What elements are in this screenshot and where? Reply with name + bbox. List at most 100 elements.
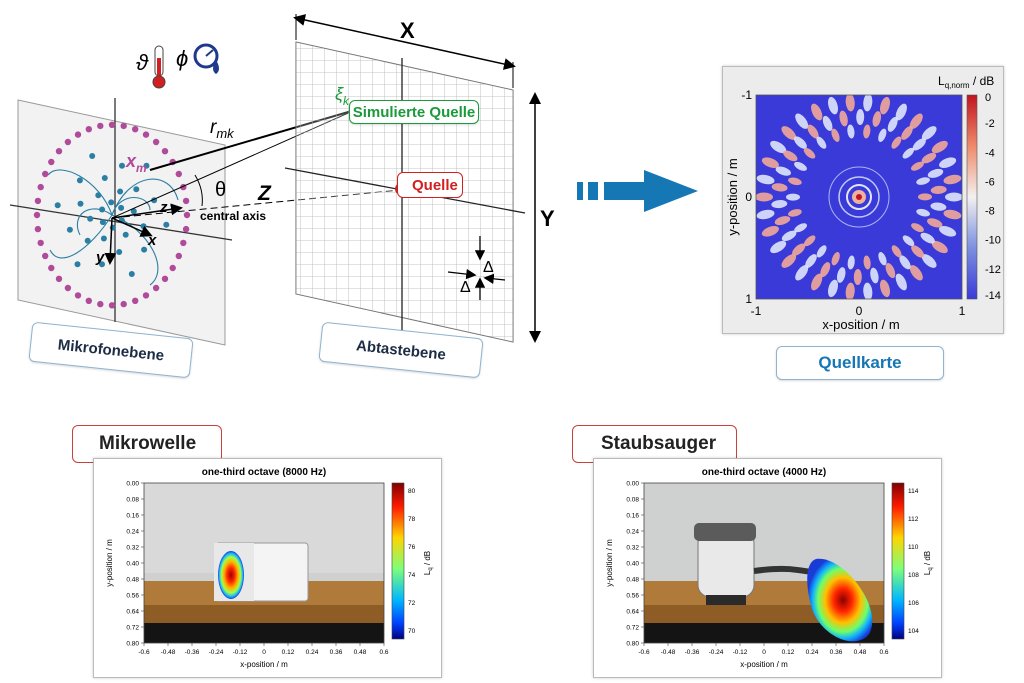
- sidelobe: [803, 235, 816, 247]
- microphone-dot: [64, 284, 72, 292]
- microphone-array: [33, 121, 191, 309]
- colorbar-tick: -14: [985, 290, 1001, 302]
- x-tick: 0: [262, 649, 266, 656]
- y-tick: 0.24: [626, 529, 639, 536]
- y-tick: 0.08: [126, 497, 139, 504]
- sidelobe: [781, 230, 797, 242]
- microphone-dot: [108, 199, 115, 206]
- sidelobe: [793, 136, 807, 149]
- microphone-dot: [183, 211, 191, 219]
- y-tick: 0.48: [626, 577, 639, 584]
- sidelobe: [845, 282, 855, 299]
- sidelobe: [863, 124, 871, 139]
- sidelobe: [939, 226, 957, 237]
- colorbar-tick: -10: [985, 235, 1001, 247]
- sidelobe: [891, 245, 902, 258]
- vacuum-label: Staubsauger: [572, 425, 737, 463]
- colorbar-tick: 106: [908, 600, 919, 607]
- x-m-label: xm: [125, 151, 147, 175]
- y-tick: 0.16: [626, 513, 639, 520]
- microphone-dot: [133, 186, 140, 193]
- microphone-dot: [99, 261, 105, 268]
- microphone-dot: [76, 177, 83, 184]
- sidelobe: [939, 157, 957, 168]
- sidelobe: [931, 140, 948, 154]
- sidelobe: [863, 255, 871, 270]
- y-tick: 0.64: [626, 609, 639, 616]
- sidelobe: [920, 232, 935, 244]
- y-tick: 0.24: [126, 529, 139, 536]
- x-tick: 0: [856, 304, 863, 318]
- colorbar-tick: 78: [408, 516, 416, 523]
- colorbar-tick: 110: [908, 544, 919, 551]
- microwave-label: Mikrowelle: [72, 425, 222, 463]
- y-tick: 0.40: [126, 561, 139, 568]
- microphone-dot: [97, 122, 104, 130]
- microphone-dot: [74, 131, 82, 138]
- sidelobe: [761, 157, 779, 168]
- vacuum-y-ticks: 0.000.080.160.240.320.400.480.560.640.72…: [626, 481, 644, 648]
- pressure-symbol: ϕ: [176, 46, 188, 71]
- microphone-dot: [74, 292, 82, 299]
- microphone-dot: [132, 297, 139, 304]
- z-distance-label: Z: [257, 182, 272, 205]
- vacuum-panel: one-third octave (4000 Hz) -0.6-0.48-0.3…: [593, 458, 942, 678]
- xi-k-label: ξk: [335, 84, 350, 108]
- microphone-dot: [101, 175, 108, 181]
- y-tick: 0.40: [626, 561, 639, 568]
- colorbar-tick: -12: [985, 264, 1001, 276]
- colorbar-tick: 108: [908, 572, 919, 579]
- microphone-dot: [163, 221, 170, 228]
- sidelobe: [853, 269, 862, 285]
- sidelobe: [863, 282, 873, 299]
- y-tick: 0.56: [626, 593, 639, 600]
- colorbar-tick: -2: [985, 118, 995, 130]
- sidelobe: [831, 252, 840, 266]
- y-tick: 0.08: [626, 497, 639, 504]
- microwave-title: one-third octave (8000 Hz): [202, 467, 326, 478]
- x-tick: 0.24: [306, 649, 319, 656]
- x-tick: -1: [751, 304, 762, 318]
- y-dimension-label: Y: [540, 206, 555, 231]
- sidelobe: [816, 136, 827, 149]
- x-tick: 1: [959, 304, 966, 318]
- sidelobe: [921, 254, 937, 268]
- sidelobe: [805, 254, 817, 268]
- microphone-dot: [54, 202, 61, 209]
- sidelobe: [872, 111, 882, 127]
- colorbar-tick: -8: [985, 206, 995, 218]
- microwave-colorbar: [391, 482, 405, 640]
- x-tick: -0.12: [733, 649, 748, 656]
- sidelobe: [909, 113, 923, 129]
- y-tick: 0.64: [126, 609, 139, 616]
- x-tick: -0.6: [638, 649, 650, 656]
- microphone-dot: [142, 131, 150, 138]
- microphone-dot: [99, 206, 106, 213]
- sidelobe: [911, 161, 924, 171]
- sidelobe: [845, 95, 855, 112]
- microphone-dot: [175, 252, 182, 260]
- sidelobe: [794, 223, 807, 233]
- sidelobe: [943, 174, 962, 185]
- sidelobe: [756, 192, 773, 202]
- microphone-dot: [120, 300, 127, 308]
- sidelobe: [811, 273, 823, 291]
- x-tick: -0.6: [138, 649, 150, 656]
- sidelobe: [918, 193, 932, 201]
- microphone-dot: [66, 226, 73, 233]
- sidelobe: [788, 209, 802, 217]
- source-map-label: Quellkarte: [776, 346, 944, 380]
- microphone-dot: [108, 302, 116, 309]
- microwave-hotspot: [218, 551, 244, 599]
- source-map-x-ticks: -1 0 1: [751, 304, 966, 318]
- sidelobe: [795, 113, 809, 129]
- sidelobe: [816, 245, 827, 258]
- microphone-dot: [55, 275, 63, 282]
- sidelobe: [781, 254, 797, 268]
- microwave-panel: one-third octave (8000 Hz) -0.6-0.48-0.3…: [93, 458, 442, 678]
- microphone-dot: [182, 197, 190, 205]
- pressure-gauge-icon: [193, 43, 219, 74]
- flow-arrow: [577, 170, 698, 212]
- sidelobe: [761, 226, 779, 237]
